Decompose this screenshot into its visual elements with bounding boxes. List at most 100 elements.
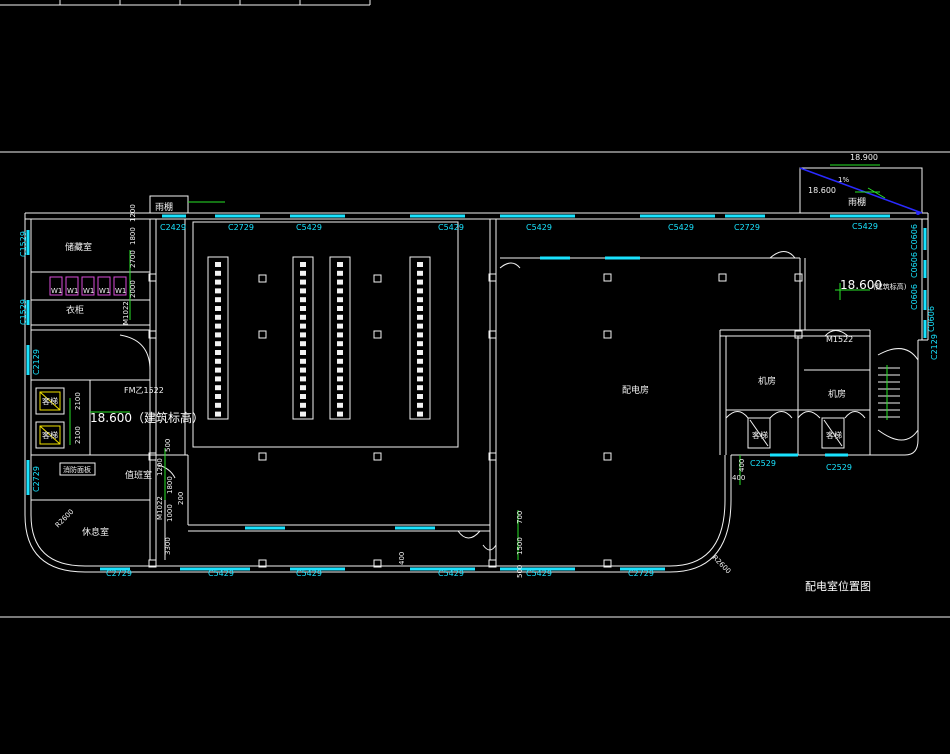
- seat-cell: [337, 297, 343, 303]
- seat-cell: [337, 394, 343, 399]
- room-label-lift-1: 客梯: [42, 396, 58, 406]
- seat-cell: [300, 297, 306, 303]
- opening-right-3: C0606: [927, 306, 936, 332]
- seat-cell: [417, 288, 423, 294]
- door-swings: [157, 251, 866, 551]
- room-label-storage: 储藏室: [65, 241, 92, 253]
- opening-core-2: M1522: [826, 335, 853, 344]
- seat-cell: [417, 367, 423, 373]
- door-arc-left: [119, 334, 151, 371]
- room-labels: 储藏室 衣柜 值班室 休息室 配电房 机房 机房 雨棚 雨棚 客梯 客梯 客梯 …: [42, 196, 866, 538]
- dim-core-6: 200: [177, 492, 185, 505]
- dim-right-core-1: 400: [732, 474, 745, 482]
- opening-core-5: M1022: [156, 496, 164, 520]
- opening-labels-bottom: C2729 C5429 C5429 C5429 C5429 C2729: [106, 569, 654, 578]
- seat-cell: [300, 332, 306, 338]
- opening-top-4: C5429: [526, 223, 552, 232]
- opening-left-3: C2729: [32, 466, 41, 492]
- dim-core-3: 1800: [166, 476, 174, 494]
- seat-cell: [215, 402, 221, 408]
- dim-core-2: 500: [164, 439, 172, 452]
- dim-misc-slope: 1%: [838, 176, 849, 184]
- dim-misc-w1-a: W1: [51, 287, 62, 295]
- hall: [192, 219, 497, 560]
- opening-left-2: C2129: [32, 349, 41, 375]
- seat-cell: [300, 270, 306, 276]
- structural-column: [258, 274, 267, 283]
- seat-cell: [337, 385, 343, 391]
- opening-labels-core: C2529 C2529 M1522 FM乙1522 M1022 M1022: [122, 301, 853, 520]
- dim-bottom-3: 400: [398, 552, 406, 565]
- seat-cell: [337, 358, 343, 364]
- seat-cell: [417, 402, 423, 408]
- opening-labels-top: C2429 C2729 C5429 C5429 C5429 C5429 C272…: [160, 222, 878, 232]
- seat-cell: [300, 288, 306, 294]
- seat-cell: [300, 376, 306, 382]
- opening-labels-right: C0606 C0606 C0606 C0606 C2129: [910, 224, 939, 360]
- seat-cell: [417, 306, 423, 311]
- structural-column: [148, 559, 157, 568]
- opening-bottom-3: C5429: [438, 569, 464, 578]
- opening-top-2: C5429: [296, 223, 322, 232]
- opening-bottom-0: C2729: [106, 569, 132, 578]
- seat-cell: [300, 341, 306, 347]
- elevation-canopy-low: 18.600: [808, 186, 836, 195]
- seat-cell: [215, 332, 221, 338]
- seat-cell: [417, 279, 423, 285]
- opening-top-5: C5429: [668, 223, 694, 232]
- seat-cell: [215, 350, 221, 355]
- seat-cell: [215, 314, 221, 320]
- canopy-left: [149, 195, 225, 214]
- seat-cell: [417, 411, 423, 417]
- dim-bottom-1: 1500: [516, 537, 524, 555]
- seat-cell: [337, 341, 343, 347]
- structural-column: [373, 274, 382, 283]
- seat-cell: [300, 350, 306, 355]
- dim-core-1: 2100: [74, 426, 82, 444]
- opening-right-0: C0606: [910, 224, 919, 250]
- seat-cell: [417, 394, 423, 399]
- seat-cells: [215, 262, 423, 417]
- structural-column: [794, 273, 803, 282]
- opening-top-6: C2729: [734, 223, 760, 232]
- elevation-labels: 18.600（建筑标高） 18.600 (建筑标高) 18.900 18.600: [90, 153, 907, 425]
- room-label-fire-panel: 消防面板: [63, 465, 91, 474]
- seat-cell: [337, 270, 343, 276]
- seat-cell: [215, 341, 221, 347]
- opening-top-0: C2429: [160, 223, 186, 232]
- dim-left-4: 3300: [164, 537, 172, 555]
- seat-cell: [417, 332, 423, 338]
- dim-left-1: 1800: [129, 227, 137, 245]
- structural-column: [258, 452, 267, 461]
- seat-cell: [417, 262, 423, 267]
- seat-cell: [337, 402, 343, 408]
- seat-cell: [337, 314, 343, 320]
- opening-right-4: C2129: [930, 334, 939, 360]
- structural-column: [488, 559, 497, 568]
- room-label-duty: 值班室: [125, 469, 152, 481]
- opening-core-1: C2529: [826, 463, 852, 472]
- room-label-lift-2: 客梯: [42, 430, 58, 440]
- seat-cell: [215, 262, 221, 267]
- structural-column: [603, 452, 612, 461]
- columns: [148, 273, 803, 568]
- dim-bottom-0: 700: [516, 511, 524, 524]
- room-label-machine-2: 机房: [828, 388, 846, 400]
- room-label-canopy-right: 雨棚: [848, 196, 866, 208]
- seat-cell: [300, 262, 306, 267]
- opening-left-1: C1529: [19, 299, 28, 325]
- dim-core-5: 1000: [166, 504, 174, 522]
- seat-cell: [337, 376, 343, 382]
- seat-cell: [417, 297, 423, 303]
- power-room-walls: [500, 257, 871, 455]
- elevation-right: 18.600: [840, 278, 882, 292]
- dim-misc-w1-e: W1: [115, 287, 126, 295]
- room-label-wardrobe: 衣柜: [66, 304, 84, 316]
- sheet-frame: [0, 0, 950, 618]
- opening-bottom-2: C5429: [296, 569, 322, 578]
- dim-misc-radius-left: R2600: [54, 508, 76, 530]
- opening-core-3: FM乙1522: [124, 386, 164, 395]
- room-label-lift-3: 客梯: [752, 430, 768, 440]
- green-leaders: [69, 250, 870, 560]
